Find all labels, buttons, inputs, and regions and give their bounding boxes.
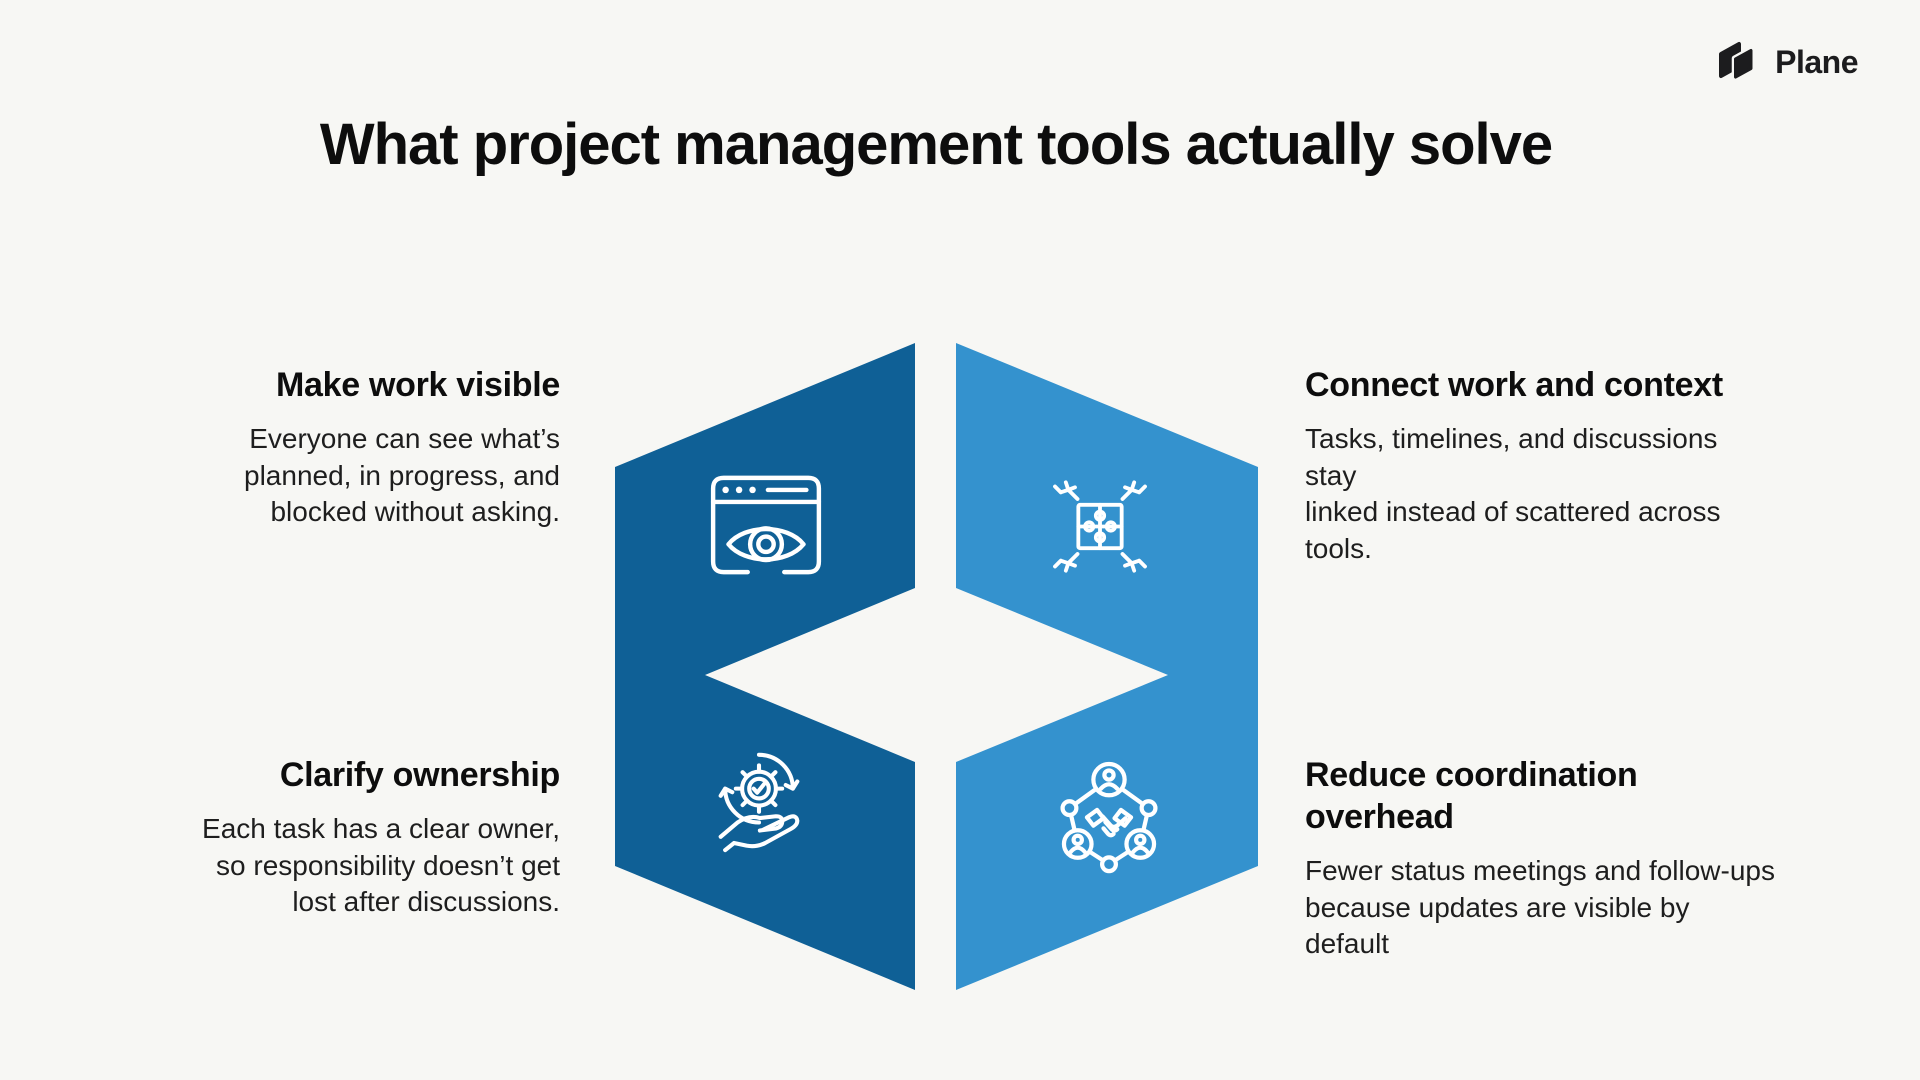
- quadrant-clarify-ownership: Clarify ownership Each task has a clear …: [90, 754, 560, 921]
- quadrant-make-work-visible: Make work visible Everyone can see what’…: [90, 364, 560, 531]
- quadrant-heading: Connect work and context: [1305, 366, 1723, 404]
- quadrant-reduce-coordination-overhead: Reduce coordination overhead Fewer statu…: [1305, 754, 1775, 963]
- page-title: What project management tools actually s…: [319, 112, 1553, 177]
- hexagon-left-panel: [615, 343, 915, 990]
- quadrant-body: Each task has a clear owner, so responsi…: [202, 813, 560, 917]
- handshake-network-icon: [1052, 752, 1166, 879]
- plane-logo-icon: [1719, 42, 1755, 83]
- quadrant-body: Fewer status meetings and follow-ups bec…: [1305, 855, 1775, 959]
- brand-name: Plane: [1775, 43, 1858, 80]
- quadrant-heading: Reduce coordination overhead: [1305, 756, 1638, 836]
- quadrant-body: Everyone can see what’s planned, in prog…: [244, 423, 560, 527]
- hexagon-shapes: [615, 343, 1258, 990]
- quadrant-body: Tasks, timelines, and discussions stay l…: [1305, 423, 1721, 564]
- hexagon-right-panel: [956, 343, 1258, 990]
- quadrant-connect-work-and-context: Connect work and context Tasks, timeline…: [1305, 364, 1775, 567]
- hand-gear-icon: [710, 743, 808, 861]
- brand-logo: Plane: [1717, 40, 1858, 84]
- quadrant-heading: Clarify ownership: [279, 756, 560, 794]
- quadrant-heading: Make work visible: [275, 366, 560, 404]
- hexagon-graphic: [615, 343, 1258, 990]
- puzzle-hands-icon: [1050, 473, 1150, 580]
- browser-eye-icon: [708, 475, 824, 575]
